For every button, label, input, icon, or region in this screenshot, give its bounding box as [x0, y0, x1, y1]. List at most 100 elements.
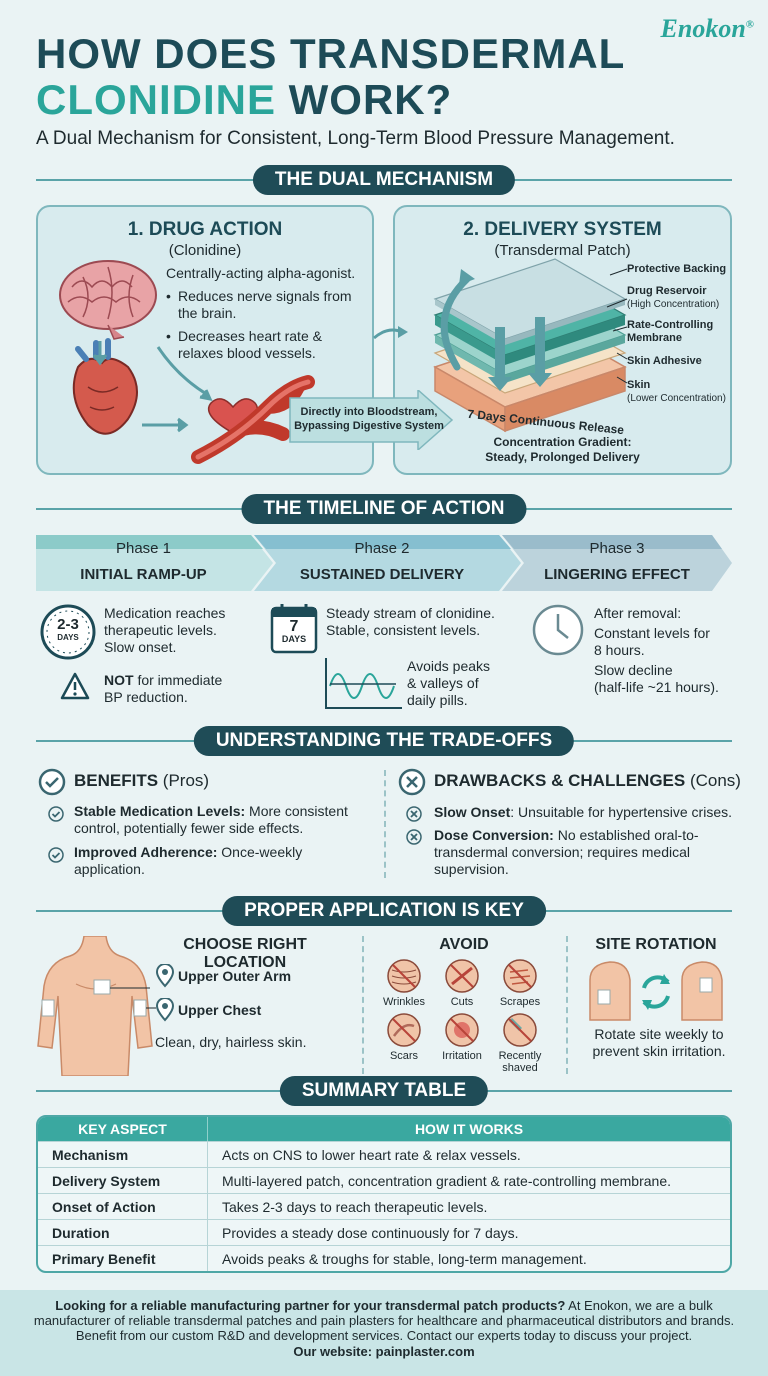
drug-bullet: Reduces nerve signals from the brain. [166, 288, 366, 322]
flow-arrows-icon [92, 341, 213, 433]
drawback-item: Slow Onset: Unsuitable for hypertensive … [434, 804, 732, 820]
x-icon [406, 829, 422, 845]
steady-level-graph-icon [325, 658, 402, 709]
brand-logo: Enokon® [660, 14, 754, 43]
layer-label-skin: Skin(Lower Concentration) [627, 379, 726, 404]
location-pin-icon [155, 998, 175, 1022]
location-upper-chest: Upper Chest [178, 1002, 262, 1018]
avoid-label: Recently shaved [498, 1050, 542, 1074]
timeline-chevrons [36, 535, 732, 591]
layer-label-reservoir: Drug Reservoir(High Concentration) [627, 285, 720, 310]
application-divider-1 [362, 936, 364, 1074]
clock-icon [532, 604, 584, 656]
drawback-item: Dose Conversion: No established oral-to-… [434, 827, 699, 877]
x-circle-icon [398, 768, 426, 796]
brain-heart-illustration [59, 260, 315, 464]
section-tradeoffs: UNDERSTANDING THE TRADE-OFFS [0, 726, 768, 756]
brain-icon [59, 260, 157, 340]
irritation-icon [445, 1013, 479, 1047]
warning-icon [60, 672, 90, 700]
scrapes-icon [503, 959, 537, 993]
clock-2-3-days-icon [40, 604, 96, 660]
phase3-text: After removal: Constant levels for 8 hou… [594, 605, 719, 695]
bloodstream-arrow: Directly into Bloodstream,Bypassing Dige… [294, 406, 444, 432]
drug-action-subtitle: (Clonidine) [168, 242, 242, 259]
avoid-label: Irritation [442, 1050, 482, 1062]
drug-action-title: 1. DRUG ACTION [127, 219, 283, 240]
location-upper-arm: Upper Outer Arm [178, 968, 292, 984]
delivery-title: 2. DELIVERY SYSTEM [463, 219, 662, 240]
location-heading: CHOOSE RIGHT LOCATION [183, 936, 307, 971]
drawbacks-heading: DRAWBACKS & CHALLENGES (Cons) [434, 771, 741, 790]
cuts-icon [445, 959, 479, 993]
patch-layers-illustration [433, 258, 628, 433]
blood-vessel-icon [191, 375, 315, 464]
footer-banner: Looking for a reliable manufacturing par… [0, 1290, 768, 1376]
avoid-label: Cuts [450, 996, 474, 1008]
scars-icon [387, 1013, 421, 1047]
avoid-label: Wrinkles [383, 996, 425, 1008]
avoid-icons [387, 959, 537, 1047]
wrinkles-icon [387, 959, 421, 993]
section-application: PROPER APPLICATION IS KEY [0, 896, 768, 926]
check-icon [48, 847, 64, 863]
avoid-label: Scars [389, 1050, 419, 1062]
section-timeline: THE TIMELINE OF ACTION [0, 494, 768, 524]
calendar-icon [270, 604, 318, 654]
delivery-subtitle: (Transdermal Patch) [494, 242, 631, 259]
avoid-label: Scrapes [499, 996, 541, 1008]
checkmark-circle-icon [38, 768, 66, 796]
footer-cta: Looking for a reliable manufacturing par… [55, 1298, 566, 1313]
footer-website: Our website: painplaster.com [293, 1344, 475, 1359]
recently-shaved-icon [503, 1013, 537, 1047]
layer-label-membrane: Rate-Controlling Membrane [627, 319, 714, 344]
page-title-line2: CLONIDINE WORK? [36, 76, 453, 123]
section-summary: SUMMARY TABLE [0, 1076, 768, 1106]
layer-label-adhesive: Skin Adhesive [627, 355, 702, 367]
x-icon [406, 806, 422, 822]
check-icon [48, 806, 64, 822]
phase2-text: Steady stream of clonidine.Stable, consi… [326, 605, 495, 638]
footer-body: At Enokon, we are a bulk manufacturer of… [33, 1298, 735, 1343]
avoid-heading: AVOID [439, 936, 489, 953]
drug-bullet: Decreases heart rate & relaxes blood ves… [166, 328, 366, 362]
torso-illustration [37, 936, 156, 1076]
curved-arrow-icon [440, 275, 471, 371]
application-divider-2 [566, 936, 568, 1074]
site-rotation-illustration [589, 961, 723, 1021]
anatomical-heart-icon [72, 338, 138, 435]
layer-label-backing: Protective Backing [627, 263, 727, 275]
delivery-system-panel: 2. DELIVERY SYSTEM (Transdermal Patch) [393, 205, 732, 475]
tradeoffs-divider [384, 770, 386, 878]
panel-link-arrow-icon [373, 326, 408, 340]
location-pin-icon [155, 964, 175, 988]
benefits-heading: BENEFITS (Pros) [74, 771, 210, 790]
drug-action-panel: 1. DRUG ACTION (Clonidine) Centrally-act… [36, 205, 374, 475]
benefit-item: Stable Medication Levels: More consisten… [74, 803, 348, 836]
rotation-heading: SITE ROTATION [595, 936, 717, 953]
page-subtitle: A Dual Mechanism for Consistent, Long-Te… [36, 128, 675, 149]
bloodstream-arrow-icon [289, 390, 454, 450]
section-dual-mechanism: THE DUAL MECHANISM [0, 165, 768, 195]
gradient-label: Concentration Gradient:Steady, Prolonged… [485, 435, 640, 464]
diffusion-arrows-icon [488, 317, 552, 391]
skin-note: Clean, dry, hairless skin. [155, 1034, 307, 1050]
page-title-line1: HOW DOES TRANSDERMAL [36, 30, 626, 77]
